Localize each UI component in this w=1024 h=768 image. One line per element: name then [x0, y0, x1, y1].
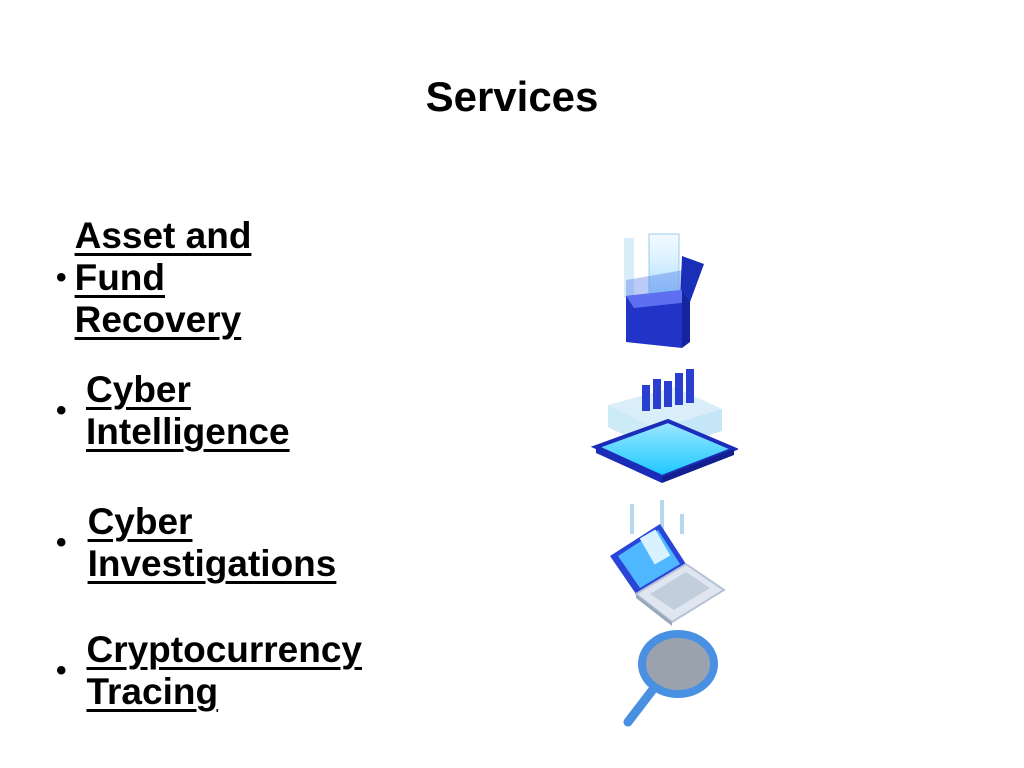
bullet-dot: •: [56, 654, 67, 687]
asset-fund-recovery-link[interactable]: Asset and Fund Recovery: [74, 215, 252, 340]
bullet-dot: •: [56, 261, 67, 294]
laptop-icon: [610, 500, 726, 626]
list-item: • Cryptocurrency Tracing: [56, 629, 376, 712]
magnifier-icon: [623, 630, 718, 727]
cyber-intelligence-link[interactable]: Cyber Intelligence: [86, 369, 290, 452]
cryptocurrency-tracing-link[interactable]: Cryptocurrency Tracing: [86, 629, 362, 712]
box-icon: [624, 233, 704, 348]
list-item: • Cyber Investigations: [56, 501, 349, 584]
slide-title: Services: [425, 73, 599, 120]
list-item: • Cyber Intelligence: [56, 369, 304, 452]
cyber-investigations-link[interactable]: Cyber Investigations: [87, 501, 337, 584]
bullet-dot: •: [56, 394, 67, 427]
list-item: • Asset and Fund Recovery: [56, 215, 267, 340]
data-platform-icon: [590, 369, 738, 483]
bullet-dot: •: [56, 526, 67, 559]
